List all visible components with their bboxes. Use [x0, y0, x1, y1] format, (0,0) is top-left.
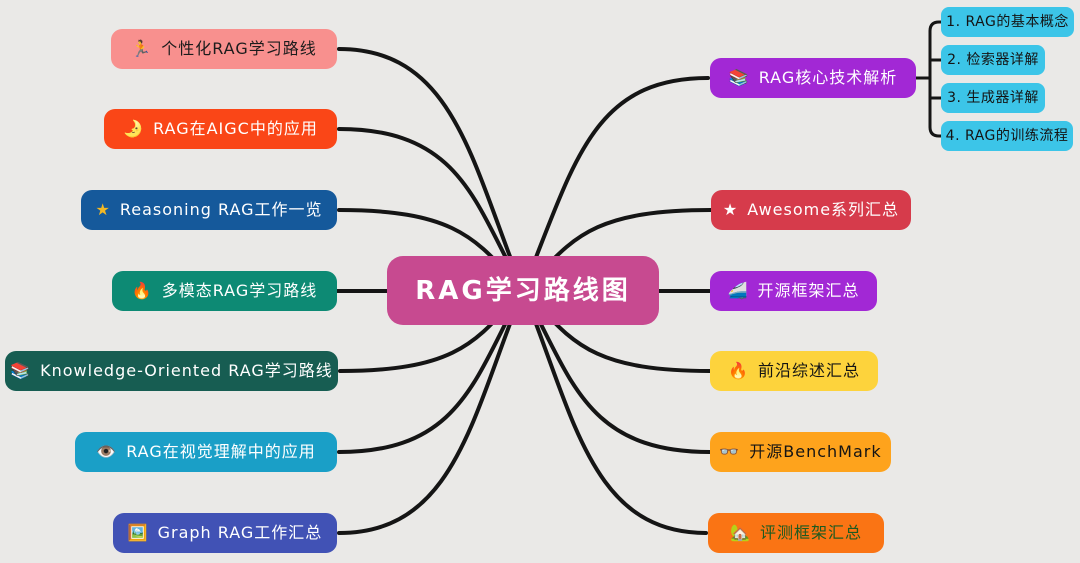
- node-rag-core-tech-analysis[interactable]: 📚 RAG核心技术解析: [710, 58, 916, 98]
- node-evaluation-frameworks-summary[interactable]: 🏡 评测框架汇总: [708, 513, 884, 553]
- center-node-rag-roadmap-label: RAG学习路线图: [415, 275, 631, 306]
- node-open-source-benchmark[interactable]: 👓 开源BenchMark: [710, 432, 891, 472]
- subnode-rag-basic-concepts-label: 1. RAG的基本概念: [946, 14, 1069, 30]
- crescent-moon-icon: 🌛: [123, 119, 145, 138]
- node-knowledge-oriented-rag-route[interactable]: 📚 Knowledge-Oriented RAG学习路线: [5, 351, 338, 391]
- node-open-source-benchmark-label: 开源BenchMark: [749, 442, 882, 461]
- node-graph-rag-summary-label: Graph RAG工作汇总: [157, 523, 323, 542]
- node-personalized-rag-route[interactable]: 🏃 个性化RAG学习路线: [111, 29, 337, 69]
- house-garden-icon: 🏡: [730, 523, 751, 542]
- node-awesome-series-summary[interactable]: ★ Awesome系列汇总: [711, 190, 911, 230]
- node-personalized-rag-route-label: 个性化RAG学习路线: [161, 39, 317, 58]
- subnode-retriever-explained[interactable]: 2. 检索器详解: [941, 45, 1045, 75]
- node-reasoning-rag-overview-label: Reasoning RAG工作一览: [119, 200, 323, 219]
- node-awesome-series-summary-label: Awesome系列汇总: [747, 200, 900, 219]
- subnode-rag-basic-concepts[interactable]: 1. RAG的基本概念: [941, 7, 1074, 37]
- subnode-retriever-explained-label: 2. 检索器详解: [947, 52, 1039, 68]
- subnode-rag-training-process-label: 4. RAG的训练流程: [945, 128, 1069, 144]
- node-frontier-surveys-summary[interactable]: 🔥 前沿综述汇总: [710, 351, 878, 391]
- books-icon: 📚: [728, 68, 750, 87]
- connector-line: [521, 76, 710, 292]
- node-rag-core-tech-analysis-label: RAG核心技术解析: [758, 68, 898, 87]
- connector-line: [521, 288, 708, 535]
- fire-icon: 🔥: [728, 361, 749, 380]
- subnode-generator-explained[interactable]: 3. 生成器详解: [941, 83, 1045, 113]
- connector-line: [337, 288, 525, 535]
- subnode-rag-training-process[interactable]: 4. RAG的训练流程: [941, 121, 1073, 151]
- glasses-icon: 👓: [719, 442, 741, 461]
- node-rag-in-aigc[interactable]: 🌛 RAG在AIGC中的应用: [104, 109, 337, 149]
- subnode-generator-explained-label: 3. 生成器详解: [947, 90, 1039, 106]
- node-multimodal-rag-route-label: 多模态RAG学习路线: [161, 281, 318, 300]
- node-rag-in-aigc-label: RAG在AIGC中的应用: [153, 119, 318, 138]
- node-frontier-surveys-summary-label: 前沿综述汇总: [757, 361, 860, 380]
- white-star-icon: ★: [722, 200, 739, 219]
- node-open-source-frameworks-summary[interactable]: 🚄 开源框架汇总: [710, 271, 877, 311]
- books-icon: 📚: [10, 361, 32, 380]
- node-evaluation-frameworks-summary-label: 评测框架汇总: [759, 523, 862, 542]
- gold-star-icon: ★: [95, 200, 111, 219]
- connector-line: [928, 20, 943, 138]
- connector-line: [337, 47, 525, 292]
- node-rag-in-visual-understanding-label: RAG在视觉理解中的应用: [126, 442, 316, 461]
- bullet-train-icon: 🚄: [727, 281, 749, 300]
- framed-picture-icon: 🖼️: [127, 523, 149, 542]
- node-graph-rag-summary[interactable]: 🖼️ Graph RAG工作汇总: [113, 513, 337, 553]
- node-multimodal-rag-route[interactable]: 🔥 多模态RAG学习路线: [112, 271, 337, 311]
- eye-icon: 👁️: [96, 442, 118, 461]
- node-knowledge-oriented-rag-route-label: Knowledge-Oriented RAG学习路线: [40, 361, 333, 380]
- center-node-rag-roadmap[interactable]: RAG学习路线图: [387, 256, 659, 325]
- fire-icon: 🔥: [131, 281, 153, 300]
- runner-icon: 🏃: [131, 39, 153, 58]
- node-rag-in-visual-understanding[interactable]: 👁️ RAG在视觉理解中的应用: [75, 432, 337, 472]
- node-open-source-frameworks-summary-label: 开源框架汇总: [757, 281, 860, 300]
- node-reasoning-rag-overview[interactable]: ★ Reasoning RAG工作一览: [81, 190, 337, 230]
